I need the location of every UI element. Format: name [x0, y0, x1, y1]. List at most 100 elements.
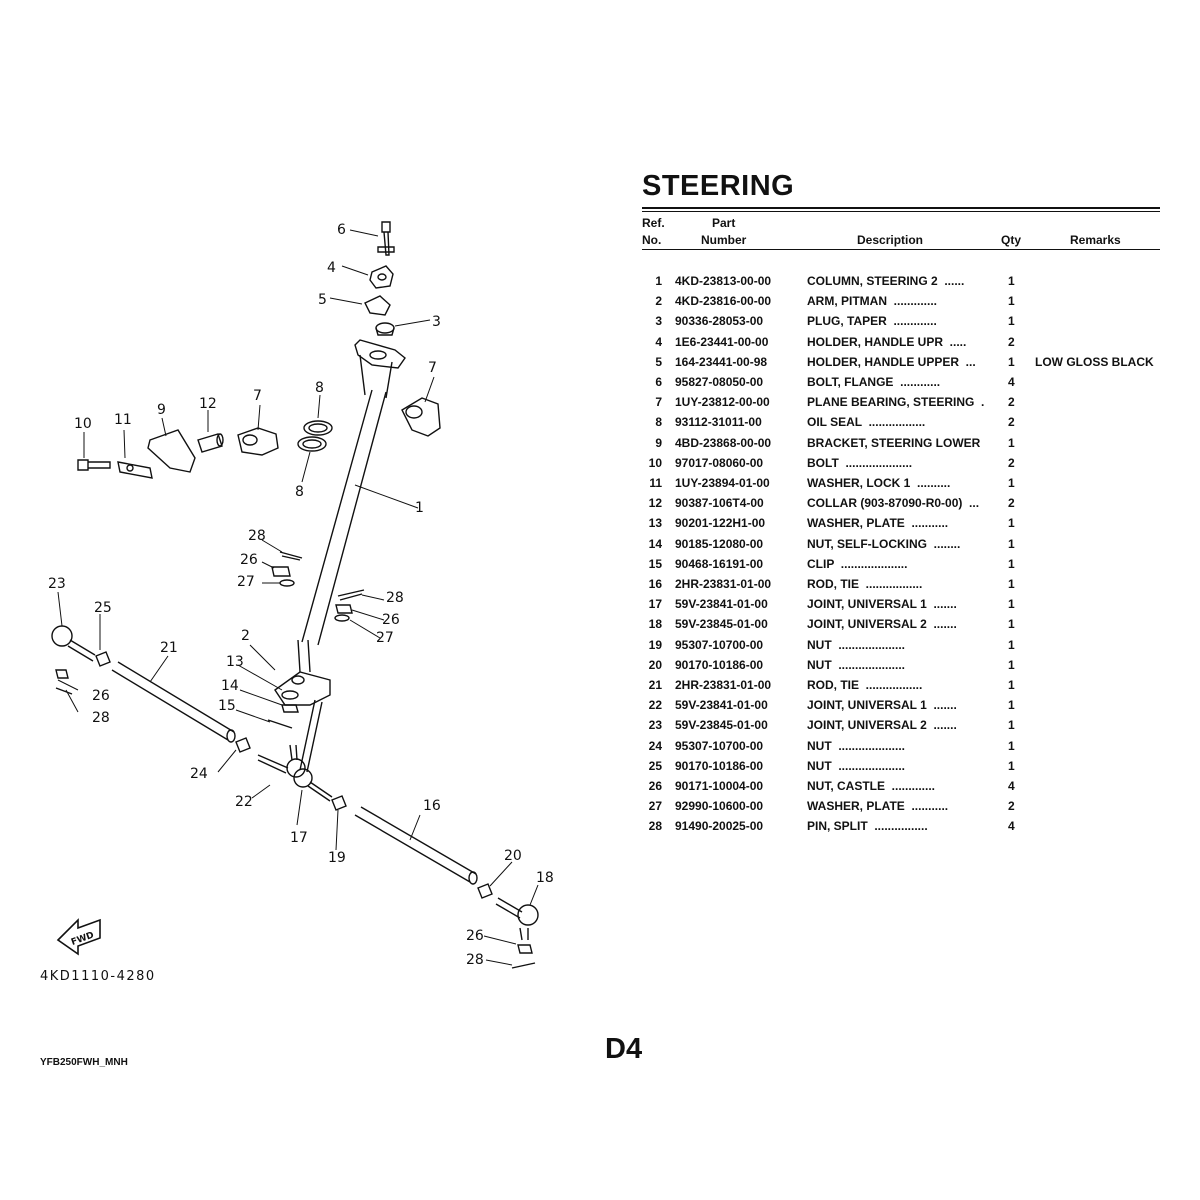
qty-cell: 1 [1008, 637, 1015, 652]
description-cell: ARM, PITMAN ............. [807, 294, 938, 309]
table-row: 28 91490-20025-00 PIN, SPLIT .............… [642, 819, 1162, 839]
part-number-cell: 97017-08060-00 [675, 455, 764, 470]
page-number: D4 [605, 1033, 643, 1065]
callout: 24 [190, 766, 208, 782]
qty-cell: 1 [1008, 435, 1015, 450]
qty-cell: 2 [1008, 334, 1015, 349]
callout: 7 [428, 360, 437, 376]
table-row: 6 95827-08050-00 BOLT, FLANGE ............… [642, 375, 1162, 395]
part-number-cell: 164-23441-00-98 [675, 354, 768, 369]
qty-cell: 1 [1008, 354, 1015, 369]
callout: 25 [94, 600, 112, 616]
callout: 4 [327, 260, 336, 276]
qty-cell: 1 [1008, 476, 1015, 490]
description-cell: JOINT, UNIVERSAL 1 ....... [807, 698, 957, 713]
callout: 27 [237, 574, 255, 590]
part-number-cell: 90185-12080-00 [675, 536, 764, 551]
callout: 20 [504, 848, 522, 864]
part-number-cell: 1E6-23441-00-00 [675, 334, 769, 349]
header-rule [642, 249, 1160, 250]
ref-cell: 23 [648, 718, 662, 733]
callout: 26 [466, 928, 484, 944]
part-number-cell: 4KD-23816-00-00 [675, 294, 772, 309]
part-number-cell: 1UY-23894-01-00 [675, 476, 770, 490]
callout: 15 [218, 698, 236, 714]
callout: 1 [415, 500, 424, 516]
description-cell: NUT, SELF-LOCKING ........ [807, 536, 961, 551]
part-number-cell: 4BD-23868-00-00 [675, 435, 772, 450]
ref-cell: 6 [655, 375, 662, 389]
ref-cell: 11 [649, 476, 662, 490]
table-row: 11 1UY-23894-01-00 WASHER, LOCK 1 ........… [642, 476, 1162, 496]
callout: 6 [337, 222, 346, 238]
callout-labels: 6 4 5 3 1 7 7 8 8 10 11 9 12 28 26 27 28… [48, 222, 554, 968]
ref-cell: 8 [655, 415, 662, 430]
title-rule-thin [642, 211, 1160, 212]
qty-cell: 2 [1008, 395, 1015, 410]
callout: 21 [160, 640, 178, 656]
part-number-cell: 95307-10700-00 [675, 738, 764, 753]
qty-cell: 1 [1008, 516, 1015, 531]
callout: 27 [376, 630, 394, 646]
ref-cell: 21 [648, 678, 662, 692]
header-part-line1: Part [712, 216, 736, 230]
ref-cell: 26 [648, 779, 662, 793]
ref-cell: 7 [655, 395, 662, 410]
ref-cell: 1 [655, 274, 662, 288]
description-cell: COLUMN, STEERING 2 ...... [807, 274, 965, 288]
callout: 12 [199, 396, 217, 412]
remarks-cell: LOW GLOSS BLACK [1035, 354, 1154, 369]
callout: 7 [253, 388, 262, 404]
description-cell: NUT .................... [807, 637, 906, 652]
description-cell: JOINT, UNIVERSAL 2 ....... [807, 718, 957, 733]
exploded-parts-diagram: 6 4 5 3 1 7 7 8 8 10 11 9 12 28 26 27 28… [40, 221, 554, 984]
header-part-line2: Number [701, 233, 747, 247]
qty-cell: 1 [1008, 577, 1015, 591]
description-cell: ROD, TIE ................. [807, 577, 923, 591]
callout: 19 [328, 850, 346, 866]
ref-cell: 13 [648, 516, 662, 531]
description-cell: JOINT, UNIVERSAL 1 ....... [807, 597, 957, 612]
ref-cell: 22 [648, 698, 662, 713]
description-cell: BOLT, FLANGE ............ [807, 375, 941, 389]
ref-cell: 17 [648, 597, 662, 612]
fwd-arrow-icon [56, 918, 101, 956]
callout: 2 [241, 628, 250, 644]
qty-cell: 4 [1008, 779, 1015, 793]
qty-cell: 1 [1008, 738, 1015, 753]
part-number-cell: 59V-23841-01-00 [675, 698, 768, 713]
part-number-cell: 91490-20025-00 [675, 819, 764, 834]
qty-cell: 1 [1008, 314, 1015, 329]
qty-cell: 1 [1008, 274, 1015, 288]
description-cell: COLLAR (903-87090-R0-00) ... [807, 496, 980, 511]
ref-cell: 28 [648, 819, 662, 834]
ref-cell: 25 [648, 758, 662, 773]
fwd-label: FWD [70, 930, 96, 947]
callout: 18 [536, 870, 554, 886]
ref-cell: 18 [648, 617, 662, 632]
description-cell: HOLDER, HANDLE UPR ..... [807, 334, 967, 349]
callout: 28 [386, 590, 404, 606]
part-number-cell: 90468-16191-00 [675, 556, 764, 571]
qty-cell: 1 [1008, 536, 1015, 551]
part-number-cell: 95827-08050-00 [675, 375, 764, 389]
description-cell: PIN, SPLIT ................ [807, 819, 928, 834]
description-cell: WASHER, LOCK 1 .......... [807, 476, 951, 490]
table-row: 22 59V-23841-01-00 JOINT, UNIVERSAL 1 ....… [642, 698, 1162, 718]
callout: 8 [295, 484, 304, 500]
qty-cell: 4 [1008, 819, 1015, 834]
callout: 26 [382, 612, 400, 628]
